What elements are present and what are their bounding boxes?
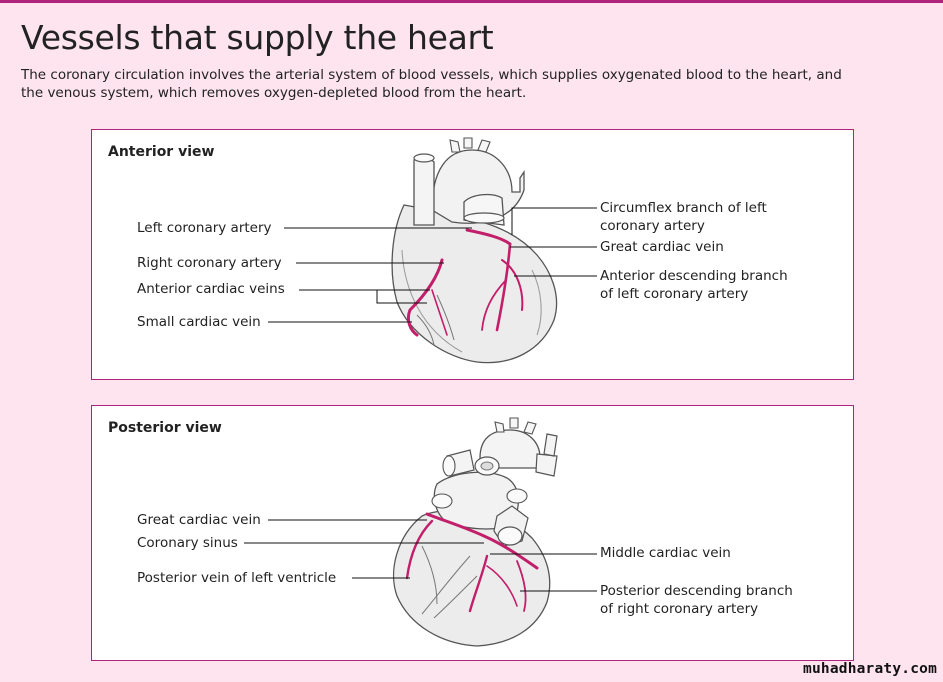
label-circumflex-line-2: coronary artery — [600, 218, 705, 234]
label-middle-cardiac-vein: Middle cardiac vein — [600, 545, 731, 561]
anterior-view-heading: Anterior view — [108, 144, 215, 160]
anterior-heart-illustration — [268, 137, 597, 364]
top-accent-line — [0, 0, 943, 3]
posterior-leader-lines — [244, 519, 597, 592]
posterior-heart-illustration — [244, 417, 597, 647]
label-circumflex-branch: Circumflex branch of left coronary arter… — [600, 199, 767, 235]
intro-line-2: the venous system, which removes oxygen-… — [21, 85, 527, 101]
label-anterior-cardiac-veins: Anterior cardiac veins — [137, 281, 285, 297]
posterior-view-heading: Posterior view — [108, 420, 222, 436]
posterior-view-panel: Posterior view — [91, 405, 854, 661]
label-anterior-descending-branch: Anterior descending branch of left coron… — [600, 267, 788, 303]
anterior-heart-body — [391, 204, 558, 364]
label-right-coronary-artery: Right coronary artery — [137, 255, 282, 271]
label-anterior-descending-line-1: Anterior descending branch — [600, 268, 788, 284]
posterior-coronary-vessels — [405, 512, 539, 613]
label-great-cardiac-vein-anterior: Great cardiac vein — [600, 239, 724, 255]
watermark: muhadharaty.com — [803, 661, 937, 677]
anterior-coronary-vessels — [406, 228, 524, 337]
intro-text: The coronary circulation involves the ar… — [21, 66, 921, 102]
label-anterior-descending-line-2: of left coronary artery — [600, 286, 749, 302]
anterior-leader-lines — [268, 207, 597, 323]
anterior-view-panel: Anterior view — [91, 129, 854, 380]
label-left-coronary-artery: Left coronary artery — [137, 220, 272, 236]
label-coronary-sinus: Coronary sinus — [137, 535, 238, 551]
label-posterior-descending-line-2: of right coronary artery — [600, 601, 759, 617]
label-circumflex-line-1: Circumflex branch of left — [600, 200, 767, 216]
intro-line-1: The coronary circulation involves the ar… — [21, 67, 842, 83]
label-great-cardiac-vein-posterior: Great cardiac vein — [137, 512, 261, 528]
page-title: Vessels that supply the heart — [21, 18, 494, 57]
label-small-cardiac-vein: Small cardiac vein — [137, 314, 261, 330]
label-posterior-vein-left-ventricle: Posterior vein of left ventricle — [137, 570, 337, 586]
anterior-vena-cava — [413, 155, 435, 226]
label-posterior-descending-line-1: Posterior descending branch — [600, 583, 793, 599]
label-posterior-descending-branch: Posterior descending branch of right cor… — [600, 582, 793, 618]
